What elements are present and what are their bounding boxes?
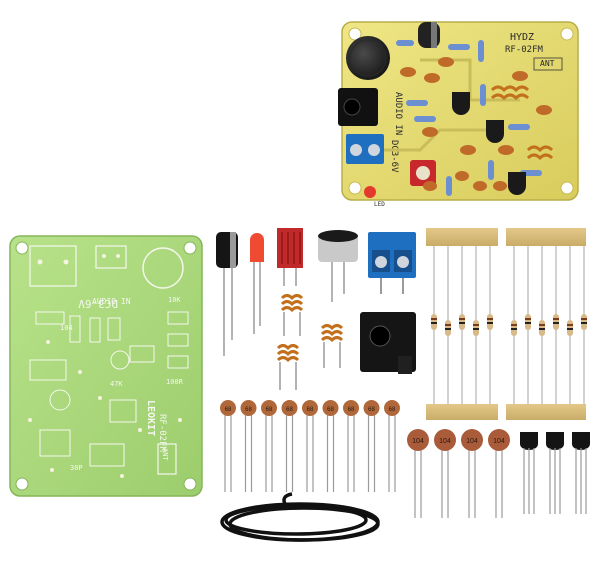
pcb-label-30p: 30P	[70, 464, 83, 472]
assembled-label-dc: DC3-6V	[389, 140, 399, 173]
ceramic-capacitor-small-icon: 68	[384, 400, 400, 492]
ceramic-small-label: 68	[245, 407, 252, 413]
assembled-label-ant: ANT	[540, 59, 555, 68]
pcb-brand: LEOKIT	[145, 400, 156, 436]
resistor-icon	[445, 320, 451, 336]
ceramic-capacitor-large-icon: 104	[488, 429, 510, 518]
antenna-wire-icon	[220, 492, 380, 542]
assembled-model: RF-02FM	[505, 45, 544, 55]
resistor-icon	[539, 320, 545, 336]
ceramic-capacitor-small-icon: 68	[281, 400, 298, 492]
ceramic-capacitor-large-icon: 104	[461, 429, 483, 518]
resistor-icon	[431, 314, 437, 330]
transistor-icon	[546, 432, 564, 514]
ceramic-capacitor-small-icon: 68	[343, 400, 359, 492]
led-icon	[250, 233, 264, 334]
assembled-label-led: LED	[374, 201, 385, 208]
electrolytic-capacitor-icon	[216, 232, 238, 356]
ceramic-capacitor-small-icon: 68	[322, 400, 339, 492]
ceramic-capacitor-small-icon: 68	[261, 400, 277, 492]
ceramic-capacitors-68: 68 68 68 68 68 68 68 68 68	[220, 400, 400, 492]
board-capacitors	[400, 57, 552, 191]
pcb-label-dc: DC3-6V	[78, 297, 118, 310]
terminal-block-icon	[346, 134, 384, 164]
screw-terminal-icon	[368, 232, 416, 294]
microphone-icon	[346, 36, 390, 80]
pcb-label-100r: 100R	[166, 378, 184, 386]
inductor-coil-icon	[276, 294, 344, 363]
resistor-icon	[553, 314, 559, 330]
assembled-label-audio: AUDIO IN	[393, 92, 403, 135]
resistor-icon	[567, 320, 573, 336]
assembled-board: HYDZ RF-02FM ANT AUDIO IN DC3-6V LED	[338, 21, 579, 208]
pcb-label-104: 104	[60, 324, 73, 332]
bare-pcb: DC3-6V AUDIO IN 10K 100R 47K 104 30P LEO…	[9, 235, 203, 497]
ceramic-capacitor-large-icon: 104	[407, 429, 429, 518]
resistor-icon	[581, 314, 587, 330]
ceramic-small-label: 68	[389, 407, 396, 413]
transistor-icon	[520, 432, 538, 514]
board-coils	[490, 85, 554, 161]
ceramic-capacitor-small-icon: 68	[363, 400, 380, 492]
electret-microphone-icon	[318, 230, 358, 302]
ceramic-small-label: 68	[307, 407, 314, 413]
transistor-icon	[572, 432, 590, 514]
resistor-icon	[473, 320, 479, 336]
ceramic-small-label: 68	[286, 407, 293, 413]
ceramic-small-label: 68	[348, 407, 355, 413]
ceramic-capacitor-small-icon: 68	[220, 400, 236, 492]
ceramic-small-label: 68	[225, 407, 232, 413]
ceramic-large-label: 104	[412, 438, 424, 445]
ceramic-large-label: 104	[439, 438, 451, 445]
trimmer-capacitor-icon	[277, 228, 303, 286]
ceramic-large-label: 104	[493, 438, 505, 445]
resistor-icon	[511, 320, 517, 336]
resistor-icon	[459, 314, 465, 330]
loose-transistors	[520, 432, 590, 514]
stereo-jack-icon	[360, 312, 416, 374]
resistor-icon	[487, 314, 493, 330]
pcb-model: RF-02FM	[157, 414, 167, 453]
ceramic-capacitor-large-icon: 104	[434, 429, 456, 518]
ceramic-large-label: 104	[466, 438, 478, 445]
pcb-label-47k: 47K	[110, 380, 123, 388]
pcb-label-audio: AUDIO IN	[92, 297, 131, 306]
pcb-label-10k: 10K	[168, 296, 181, 304]
ceramic-capacitor-small-icon: 68	[302, 400, 318, 492]
ceramic-capacitors-104: 104 104 104 104	[407, 429, 510, 518]
ceramic-capacitor-small-icon: 68	[240, 400, 257, 492]
pcb-label-ant: ANT	[161, 448, 169, 461]
assembled-brand: HYDZ	[510, 32, 534, 43]
ceramic-small-label: 68	[327, 407, 334, 413]
ceramic-small-label: 68	[266, 407, 273, 413]
resistor-strip	[426, 228, 587, 420]
ceramic-small-label: 68	[368, 407, 375, 413]
board-resistors	[396, 40, 542, 196]
resistor-icon	[525, 314, 531, 330]
board-transistors	[452, 92, 526, 195]
